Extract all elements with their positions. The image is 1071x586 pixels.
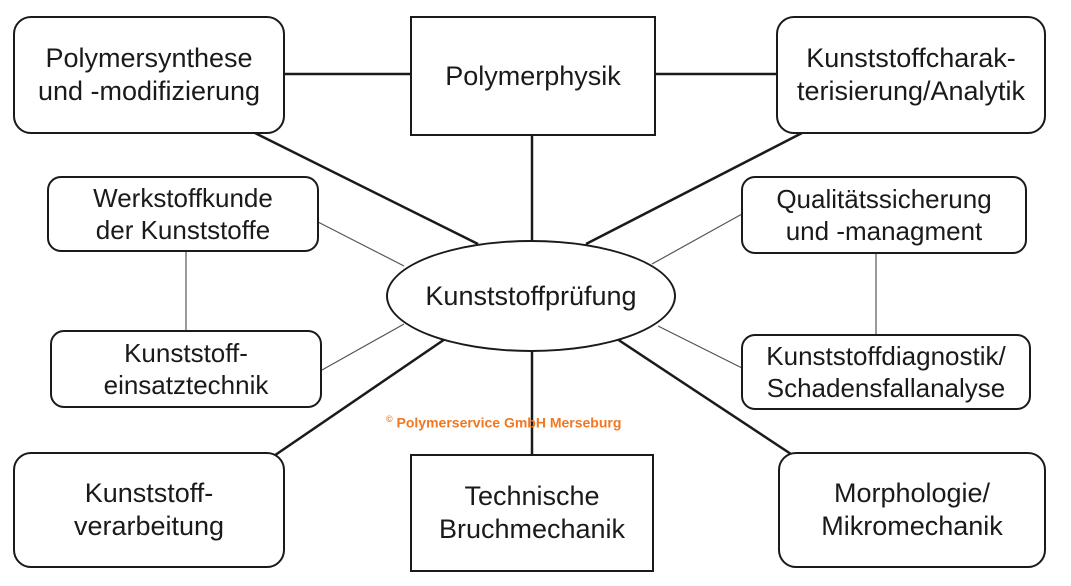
connector-center-verarbeitung (264, 335, 449, 464)
node-morphologie: Morphologie/ Mikromechanik (778, 452, 1046, 568)
node-kunststoffverarbeitung: Kunststoff- verarbeitung (13, 452, 285, 568)
node-polymerphysik: Polymerphysik (410, 16, 656, 136)
connector-center-diagnostik (657, 325, 743, 369)
connector-center-werkstoffkunde (317, 221, 405, 267)
node-technische-bruchmechanik: Technische Bruchmechanik (410, 454, 654, 572)
connector-center-morphologie (613, 335, 804, 464)
connector-center-synthese (254, 131, 479, 246)
connector-center-einsatztechnik (321, 323, 405, 371)
node-qualitaetssicherung: Qualitätssicherung und -managment (741, 176, 1027, 254)
node-kunststoffpruefung: Kunststoffprüfung (386, 240, 676, 352)
node-kunststoffcharakterisierung: Kunststoffcharak- terisierung/Analytik (776, 16, 1046, 134)
node-einsatztechnik: Kunststoff- einsatztechnik (50, 330, 322, 408)
copyright-notice: © Polymerservice GmbH Merseburg (386, 414, 622, 431)
connector-center-charakterisierung (585, 131, 803, 246)
connector-center-qualitaet (651, 213, 743, 265)
node-kunststoffdiagnostik: Kunststoffdiagnostik/ Schadensfallanalys… (741, 334, 1031, 410)
node-werkstoffkunde: Werkstoffkunde der Kunststoffe (47, 176, 319, 252)
node-polymersynthese: Polymersynthese und -modifizierung (13, 16, 285, 134)
